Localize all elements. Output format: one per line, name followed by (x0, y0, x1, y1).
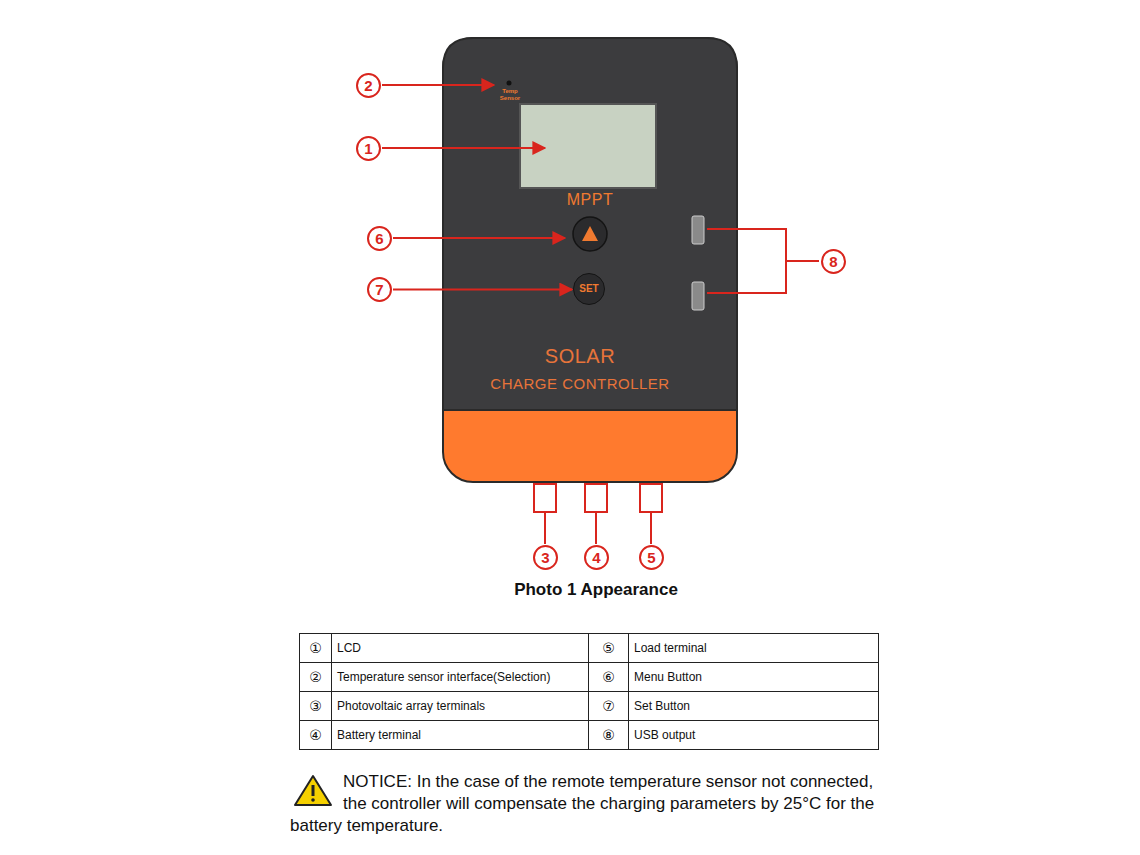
table-number: ③ (300, 692, 332, 721)
menu-button (573, 217, 607, 251)
usb-port (692, 282, 704, 310)
table-cell: Load terminal (629, 634, 879, 663)
callout-text: 6 (375, 231, 383, 246)
pv-terminal (534, 484, 556, 512)
figure-caption: Photo 1 Appearance (396, 580, 796, 600)
notice-block: NOTICE: In the case of the remote temper… (290, 771, 875, 837)
callout-number: 3 (533, 545, 558, 570)
table-cell: Battery terminal (332, 721, 589, 750)
callout-text: 7 (375, 282, 383, 297)
usb-port (692, 216, 704, 244)
temp-sensor-port (507, 81, 512, 86)
product-text: CHARGE CONTROLLER (443, 375, 737, 392)
table-number: ⑦ (589, 692, 629, 721)
callout-text: 3 (541, 550, 549, 565)
table-cell: USB output (629, 721, 879, 750)
leader-lines (382, 85, 819, 293)
housing-face (443, 38, 737, 410)
table-cell: LCD (332, 634, 589, 663)
callout-number: 2 (356, 73, 381, 98)
table-number: ② (300, 663, 332, 692)
table-cell: Temperature sensor interface(Selection) (332, 663, 589, 692)
callout-number: 5 (639, 545, 664, 570)
table-cell: Menu Button (629, 663, 879, 692)
callout-number: 4 (584, 545, 609, 570)
callout-text: 8 (829, 254, 837, 269)
housing-band (443, 38, 737, 482)
terminal-callouts (534, 484, 662, 544)
sensor-label: Temp Sensor (497, 88, 523, 102)
table-cell: Photovoltaic array terminals (332, 692, 589, 721)
callout-number: 7 (367, 277, 392, 302)
lcd-screen (520, 104, 656, 188)
callout-text: 2 (364, 78, 372, 93)
mode-text: MPPT (443, 191, 737, 209)
load-terminal (640, 484, 662, 512)
brand-text: SOLAR (443, 345, 737, 368)
callout-text: 5 (647, 550, 655, 565)
leader-arrow (393, 289, 572, 291)
callout-number: 6 (367, 226, 392, 251)
callout-text: 1 (364, 141, 372, 156)
table-number: ⑤ (589, 634, 629, 663)
controller-housing: MPPT SOLAR CHARGE CONTROLLER SET (443, 38, 737, 482)
set-button: SET (573, 273, 605, 305)
notice-text: NOTICE: In the case of the remote temper… (290, 772, 874, 835)
table-number: ⑥ (589, 663, 629, 692)
callout-number: 1 (356, 136, 381, 161)
legend-table: ①LCD⑤Load terminal ②Temperature sensor in… (299, 633, 879, 750)
battery-terminal (585, 484, 607, 512)
table-number: ⑧ (589, 721, 629, 750)
button-text: SET (579, 284, 598, 294)
table-cell: Set Button (629, 692, 879, 721)
warning-icon (295, 776, 331, 805)
menu-arrow (582, 226, 598, 241)
table-number: ① (300, 634, 332, 663)
callout-number: 8 (821, 249, 846, 274)
table-number: ④ (300, 721, 332, 750)
callout-text: 4 (592, 550, 600, 565)
